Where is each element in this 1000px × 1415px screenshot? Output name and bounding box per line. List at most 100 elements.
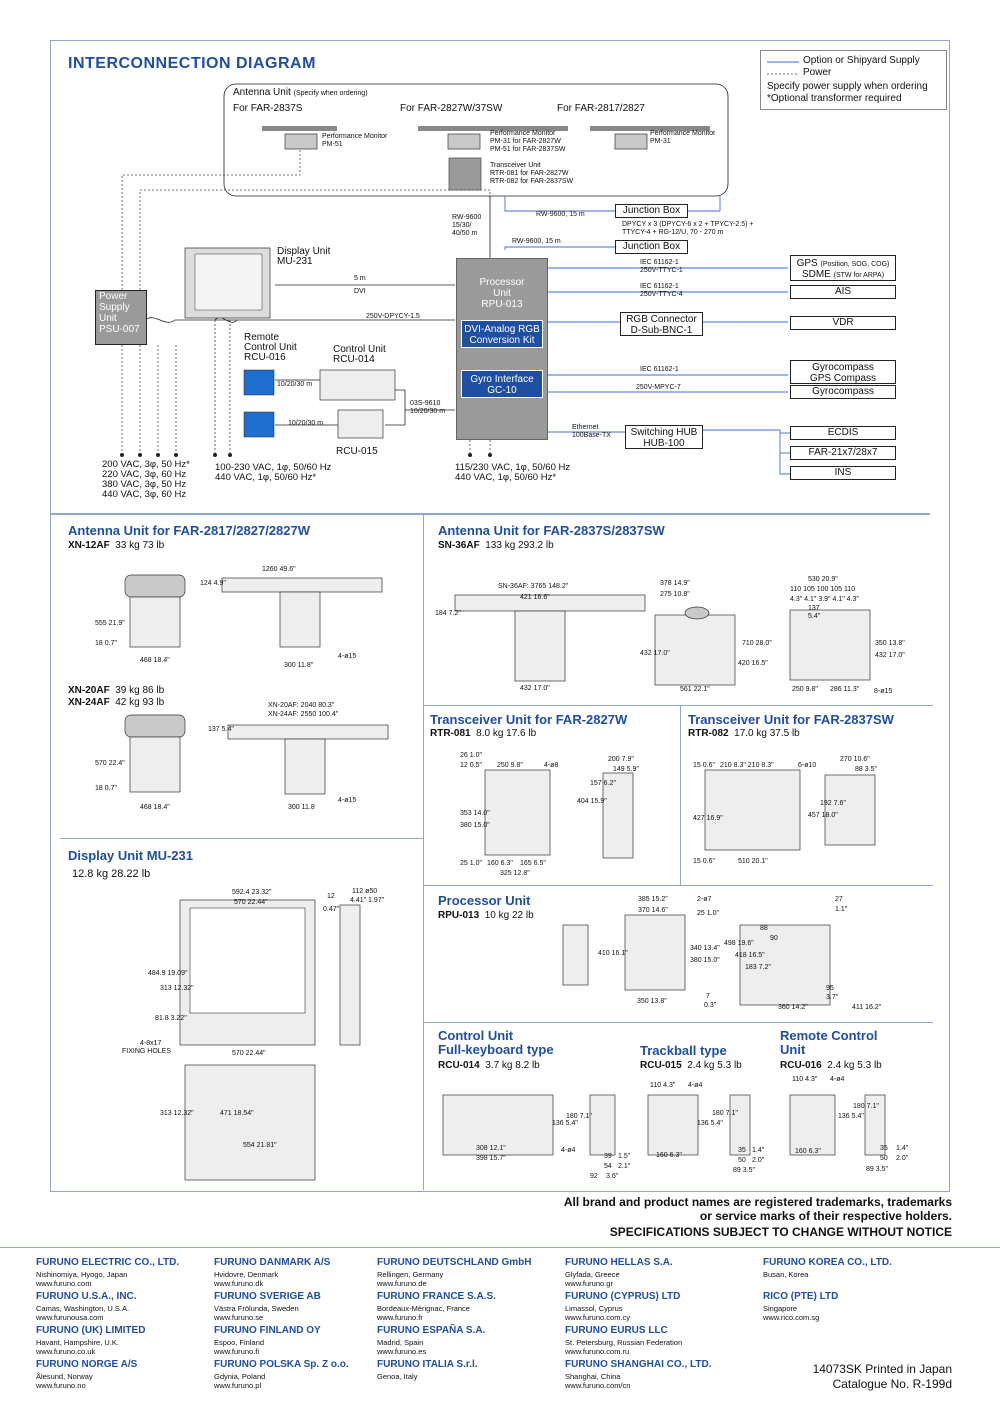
dim-378: 378 14.9" [660,580,690,587]
p183: 183 7.2" [745,964,771,971]
dim-421: 421 16.6" [520,594,550,601]
dim-286: 286 11.3" [830,686,860,693]
c21: 2.1" [618,1163,631,1170]
sn36-model: SN-36AF 133 kg 293.2 lb [438,540,554,551]
len2-label: 10/20/30 m [288,420,324,427]
k20: 2.0" [752,1157,765,1164]
company-url: www.rico.com.sg [763,1313,820,1322]
u457: 457 18.0" [808,812,838,819]
dim-110: 110 105 100 105 110 [790,586,856,593]
k180: 180 7.1" [712,1110,738,1117]
xn24-length: XN-24AF: 2550 100.4" [268,711,339,718]
vdr-box: VDR [790,316,896,330]
company-location: Shanghai, China [565,1372,621,1381]
t165: 165 6.5" [520,860,546,867]
p380: 380 15.0" [690,957,720,964]
company-info: Busan, Korea [763,1270,808,1279]
rcu014-model: RCU-014 3.7 kg 8.2 lb [438,1060,540,1071]
p37: 3.7" [826,994,839,1001]
m441: 4.41" 1.97" [350,897,385,904]
k35: 35 [738,1147,746,1154]
dim-43: 4.3" 4.1" 3.9" 4.1" 4.3" [790,596,859,603]
legend-box: Option or Shipyard Supply Power Specify … [760,50,947,110]
company-location: Nishinomiya, Hyogo, Japan [36,1270,128,1279]
company-info: Genoa, Italy [377,1372,417,1381]
company-info: Camas, Washington, U.S.A.www.furunousa.c… [36,1304,129,1322]
m417: 4-8x17 [140,1040,162,1047]
company-name: FURUNO DEUTSCHLAND GmbH [377,1257,532,1268]
dimension-drawings [124,574,886,1181]
company-name: RICO (PTE) LTD [763,1291,839,1302]
section-divider [50,513,930,515]
company-location: Singapore [763,1304,798,1313]
dim-555: 555 21.9" [95,620,125,627]
company-url: www.furuno.se [214,1313,264,1322]
company-url: www.furuno.gr [565,1279,613,1288]
p95: 95 [826,985,834,992]
u427: 427 16.9" [693,815,723,822]
p370: 370 14.6" [638,907,668,914]
c136: 136 5.4" [552,1120,578,1127]
p360: 360 14.2" [778,1004,808,1011]
p90: 90 [770,935,778,942]
antenna-2817-title: Antenna Unit for FAR-2817/2827/2827W [68,523,311,538]
company-location: Camas, Washington, U.S.A. [36,1304,130,1313]
r44: 4-ø4 [830,1076,845,1083]
rtr081-model: RTR-081 8.0 kg 17.6 lb [430,728,537,739]
dim-300a: 300 11.8" [284,662,314,669]
u88: 88 3.5" [855,766,877,773]
k89: 89 3.5" [733,1167,755,1174]
p410: 410 16.1" [598,950,628,957]
company-url: www.furuno.de [377,1279,427,1288]
p27: 2-ø7 [697,896,712,903]
company-url: www.furuno.co.uk [36,1347,96,1356]
legend-power: Power [803,67,832,78]
dim-530: 530 20.9" [808,576,838,583]
dim-18b: 18 0.7" [95,785,117,792]
company-url: www.furunousa.com [36,1313,104,1322]
u192: 192 7.6" [820,800,846,807]
diagram-frame [50,40,950,1192]
m554: 554 21.81" [243,1142,277,1149]
c44: 4-ø4 [561,1147,576,1154]
far-box: FAR-21x7/28x7 [790,446,896,460]
t48: 4-ø8 [544,762,559,769]
trx-col-divider [680,705,681,885]
company-url: www.furuno.com/cn [565,1381,631,1390]
company-url: www.furuno.dk [214,1279,264,1288]
p27b: 27 [835,896,843,903]
m818: 81.8 3.22" [155,1015,187,1022]
company-url: www.furuno.com.ru [565,1347,630,1356]
company-url: www.furuno.es [377,1347,427,1356]
company-location: Rellingen, Germany [377,1270,444,1279]
c398: 398 15.7" [476,1155,506,1162]
company-location: Madrid, Spain [377,1338,424,1347]
antenna-2837-title: Antenna Unit for FAR-2837S/2837SW [438,523,665,538]
k136: 136 5.4" [697,1120,723,1127]
dim-137: 137 5.4" [208,726,234,733]
legend-note-1: Specify power supply when ordering [767,81,928,92]
r110: 110 4.3" [792,1076,818,1083]
k14: 1.4" [752,1147,765,1154]
company-name: FURUNO SVERIGE AB [214,1291,321,1302]
company-name: FURUNO HELLAS S.A. [565,1257,673,1268]
company-name: FURUNO POLSKA Sp. Z o.o. [214,1359,349,1370]
printed-in: 14073SK Printed in Japan [812,1362,952,1376]
xn20-model: XN-20AF 39 kg 86 lb [68,685,165,696]
company-name: FURUNO ITALIA S.r.l. [377,1359,478,1370]
trademark-notice: All brand and product names are register… [563,1195,952,1223]
t160: 160 6.3" [487,860,513,867]
